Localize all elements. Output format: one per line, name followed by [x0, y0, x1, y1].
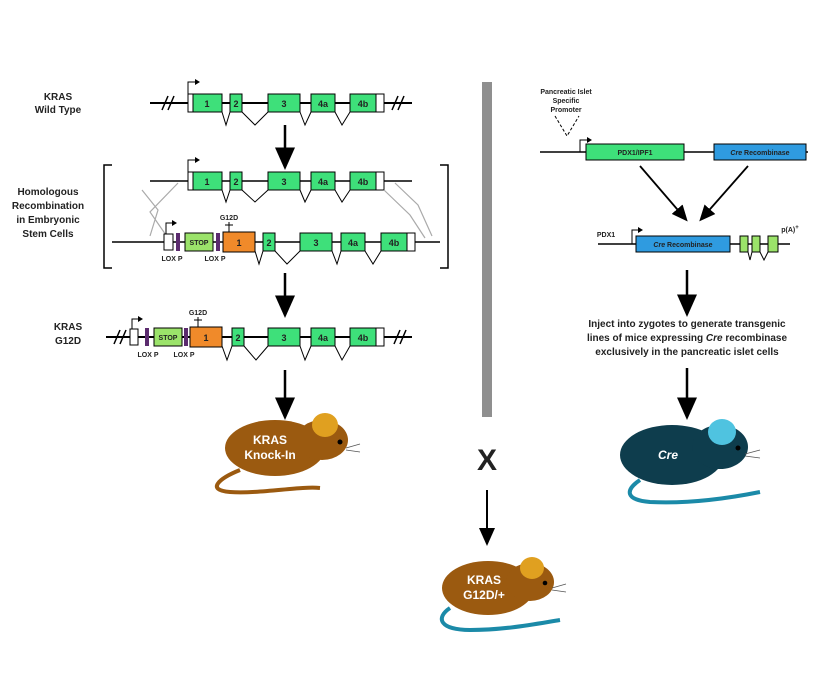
divider [482, 82, 492, 417]
kras-g12d-section: KRAS G12D STOP 1 G12D 2 3 4a 4b LOX P LO… [54, 310, 412, 420]
exon-3-label: 3 [281, 99, 286, 109]
stop-cassette [153, 327, 183, 347]
offspring-mouse-text-1: KRAS [467, 573, 501, 587]
pdx1-promoter-box [585, 143, 685, 161]
hr-label-line2: Recombination [12, 201, 84, 212]
break-mark [391, 95, 405, 111]
promoter-label-1: Pancreatic Islet [540, 89, 592, 96]
g12d-label-line2: G12D [55, 336, 81, 347]
svg-text:2: 2 [233, 177, 238, 187]
g12d-label-line1: KRAS [54, 322, 83, 333]
svg-text:2: 2 [235, 333, 240, 343]
promoter-label-2: Specific [553, 98, 580, 105]
cre-transgene-box [635, 235, 731, 253]
transgene-section: Pancreatic Islet Specific Promoter PDX1/… [540, 89, 808, 420]
offspring-mouse-text-2: G12D/+ [463, 588, 505, 602]
exon-4a [310, 93, 336, 113]
hr-label-line4: Stem Cells [22, 229, 74, 240]
mouse-ear [312, 413, 338, 437]
crossover-left [149, 182, 179, 239]
svg-text:3: 3 [313, 238, 318, 248]
inject-line-3: exclusively in the pancreatic islet cell… [595, 347, 779, 358]
loxp-site [184, 328, 188, 346]
svg-text:LOX P: LOX P [173, 352, 194, 359]
exon-1-g12d [222, 231, 256, 253]
loxp-label: LOX P [161, 256, 182, 263]
hr-label-line3: in Embryonic [16, 215, 80, 226]
svg-text:4a: 4a [318, 177, 329, 187]
exon-2-label: 2 [233, 99, 238, 109]
knockin-mouse-text-1: KRAS [253, 433, 287, 447]
polya-label: p(A)+ [781, 225, 799, 234]
loxp-site [176, 233, 180, 251]
break-mark [393, 329, 407, 345]
offspring-mouse: KRAS G12D/+ [439, 557, 567, 633]
exon-1 [192, 93, 223, 113]
loxp-site [216, 233, 220, 251]
knockin-mouse-text-2: Knock-In [244, 448, 295, 462]
break-mark [113, 329, 127, 345]
svg-text:LOX P: LOX P [137, 352, 158, 359]
loxp-site [145, 328, 149, 346]
svg-text:3: 3 [281, 177, 286, 187]
mouse-ear [520, 557, 544, 579]
knockin-mouse: KRAS Knock-In [215, 413, 361, 495]
wild-type-label-line2: Wild Type [35, 105, 82, 116]
stop-label: STOP [190, 240, 209, 247]
svg-text:4a: 4a [348, 238, 359, 248]
cre-recombinase-box [713, 143, 807, 161]
svg-text:4a: 4a [318, 333, 329, 343]
wild-type-section: KRAS Wild Type 1 2 3 4a 4b [35, 79, 412, 170]
wild-type-label-line1: KRAS [44, 92, 73, 103]
pdx1-label: PDX1 [597, 232, 615, 239]
cre-box-label: Cre Recombinase [730, 150, 789, 157]
exon-4b-label: 4b [358, 99, 369, 109]
cre-mouse-text: Cre [658, 448, 678, 462]
exon-3 [267, 93, 301, 113]
cross-symbol: X [477, 444, 497, 477]
exon-2 [229, 93, 243, 113]
inject-line-2: lines of mice expressing Cre recombinase [587, 333, 788, 344]
exon-1-g12d [189, 326, 223, 348]
loxp-label: LOX P [204, 256, 225, 263]
svg-text:4b: 4b [358, 333, 369, 343]
svg-text:1: 1 [236, 238, 241, 248]
svg-text:1: 1 [204, 177, 209, 187]
crossover-right [383, 189, 426, 239]
break-mark [161, 95, 175, 111]
svg-text:STOP: STOP [159, 335, 178, 342]
svg-text:G12D: G12D [189, 310, 207, 317]
bracket-left [103, 164, 112, 269]
hr-label-line1: Homologous [17, 187, 79, 198]
mouse-ear [708, 419, 736, 445]
inject-line-1: Inject into zygotes to generate transgen… [588, 319, 786, 330]
exon-1-label: 1 [204, 99, 209, 109]
exon-4a-label: 4a [318, 99, 329, 109]
cre-mouse: Cre [620, 419, 761, 505]
svg-text:2: 2 [266, 238, 271, 248]
homologous-recombination-section: Homologous Recombination in Embryonic St… [12, 157, 449, 318]
svg-text:1: 1 [203, 333, 208, 343]
svg-text:4b: 4b [358, 177, 369, 187]
g12d-small-label: G12D [220, 215, 238, 222]
bracket-right [440, 164, 449, 269]
promoter-label-3: Promoter [550, 107, 581, 114]
cre-transgene-label: Cre Recombinase [653, 242, 712, 249]
pdx1-box-label: PDX1/IPF1 [617, 150, 652, 157]
svg-text:3: 3 [281, 333, 286, 343]
svg-text:4b: 4b [389, 238, 400, 248]
stop-cassette [184, 232, 214, 252]
